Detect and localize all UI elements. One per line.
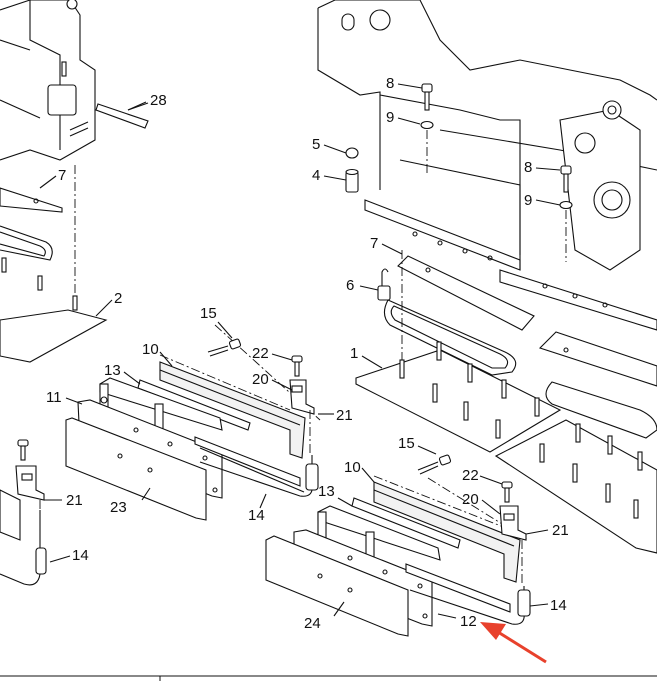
callout-14-left: 14 [248, 507, 265, 524]
callout-1: 1 [350, 345, 358, 362]
callout-6: 6 [346, 277, 354, 294]
leader-lines [39, 83, 561, 619]
callout-24: 24 [304, 615, 321, 632]
callout-22-left: 22 [252, 345, 269, 362]
callout-20-right: 20 [462, 491, 479, 508]
callout-10-right: 10 [344, 459, 361, 476]
part-2-plate [0, 309, 108, 363]
callout-21-edge: 21 [66, 492, 83, 509]
highlight-arrow [480, 622, 547, 664]
callout-21-right: 21 [552, 522, 569, 539]
callout-4: 4 [312, 167, 320, 184]
right-plate-2 [494, 419, 657, 554]
callouts: 28 7 2 8 9 5 4 8 9 7 6 1 15 22 10 20 13 … [46, 75, 569, 632]
left-edge-assembly [0, 439, 47, 586]
callout-15-right: 15 [398, 435, 415, 452]
callout-7-left: 7 [58, 167, 66, 184]
callout-12: 12 [460, 613, 477, 630]
callout-11: 11 [46, 389, 62, 406]
right-studs [399, 341, 643, 519]
callout-15-left: 15 [200, 305, 217, 322]
part-23-plate [65, 417, 207, 521]
part-7-gasket-left [0, 187, 63, 213]
bolt-8-lower [559, 165, 573, 262]
part-1-plate [355, 349, 562, 453]
part-24-plate [265, 535, 409, 637]
callout-20-left: 20 [252, 371, 269, 388]
callout-14-edge: 14 [72, 547, 89, 564]
left-frame-assembly [0, 0, 96, 161]
part-7-gasket-right [397, 255, 535, 331]
callout-8-lower: 8 [524, 159, 532, 176]
callout-2: 2 [114, 290, 122, 307]
bolt-8-upper [420, 83, 434, 175]
callout-7-right: 7 [370, 235, 378, 252]
callout-13-left: 13 [104, 362, 121, 379]
callout-13-right: 13 [318, 483, 335, 500]
heater-loop-right-second [545, 381, 657, 439]
callout-14-right: 14 [550, 597, 567, 614]
callout-22-right: 22 [462, 467, 479, 484]
part-14-heater-left [199, 455, 319, 497]
callout-21-left: 21 [336, 407, 353, 424]
callout-8-upper: 8 [386, 75, 394, 92]
part-28-strip [95, 103, 149, 129]
callout-5: 5 [312, 136, 320, 153]
bolt-15-left [207, 338, 242, 357]
callout-23: 23 [110, 499, 127, 516]
part-5-nut [345, 147, 359, 159]
part-6-heater [377, 268, 517, 376]
callout-10-left: 10 [142, 341, 159, 358]
part-14-heater-right [409, 586, 531, 625]
right-frame-assembly [317, 0, 657, 331]
bracket-20-right [499, 481, 527, 586]
callout-9-lower: 9 [524, 192, 532, 209]
bolt-15-right [417, 454, 452, 475]
callout-9-upper: 9 [386, 109, 394, 126]
bracket-20-left [289, 355, 315, 455]
callout-28: 28 [150, 92, 167, 109]
